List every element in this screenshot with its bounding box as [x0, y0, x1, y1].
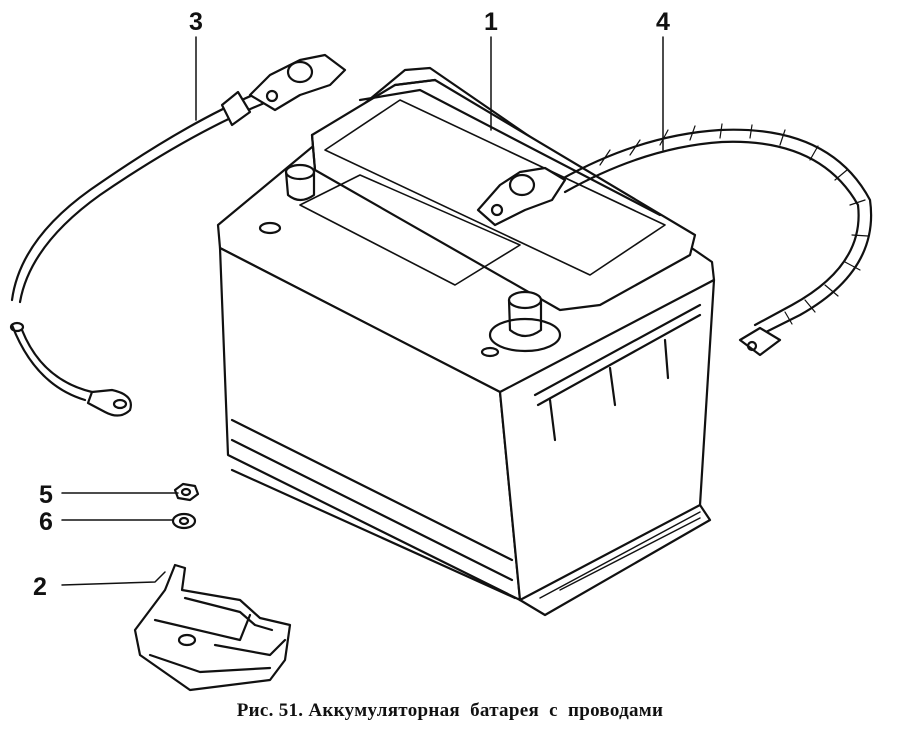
leader-lines — [61, 36, 664, 586]
ground-strap-4 — [476, 123, 873, 357]
callout-6: 6 — [39, 508, 53, 536]
negative-cable-3 — [9, 53, 347, 417]
figure-caption: Рис. 51. Аккумуляторная батарея с провод… — [0, 700, 900, 722]
callout-3: 3 — [189, 8, 203, 36]
nut-5 — [173, 482, 200, 502]
callout-1: 1 — [484, 8, 498, 36]
battery-1 — [216, 66, 716, 617]
bracket-2 — [133, 563, 292, 692]
caption-prefix: Рис. 51. — [236, 700, 304, 721]
leader-2 — [61, 571, 166, 586]
callout-2: 2 — [33, 573, 47, 601]
caption-text: Аккумуляторная батарея с проводами — [308, 700, 664, 721]
washer-6 — [171, 512, 197, 530]
callout-5: 5 — [39, 481, 53, 509]
callout-4: 4 — [656, 8, 670, 36]
